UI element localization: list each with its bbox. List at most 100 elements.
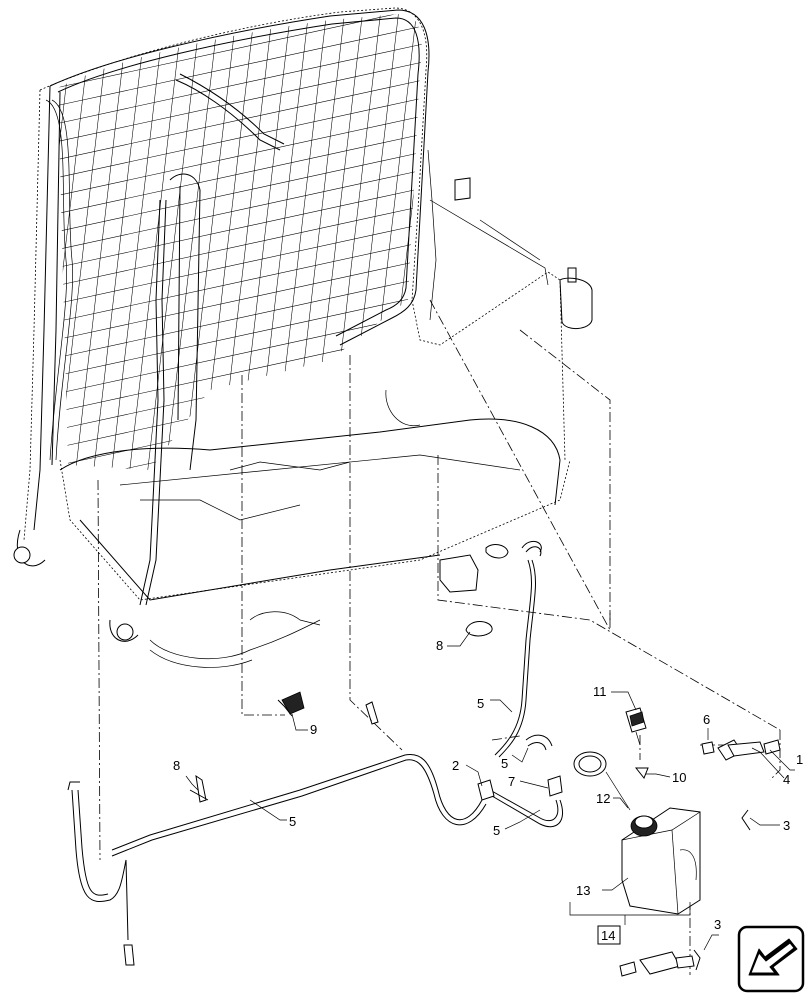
mesh-line-vertical (249, 14, 311, 470)
mesh-line-horizontal (58, 233, 422, 335)
mesh-line-vertical (808, 0, 812, 520)
mesh-line-horizontal (58, 71, 422, 173)
mesh-line-vertical (0, 0, 4, 520)
mesh-line-vertical (754, 0, 812, 520)
callout-4: 4 (783, 772, 790, 787)
mesh-line-horizontal (58, 89, 422, 191)
mesh-line-vertical (484, 0, 544, 520)
callout-3-lower: 3 (714, 917, 721, 932)
mesh-line-vertical (430, 0, 490, 520)
mesh-line-horizontal (58, 14, 422, 101)
mesh-line-horizontal (58, 125, 422, 227)
mesh-line-horizontal (58, 413, 422, 470)
mesh-line-horizontal (58, 197, 422, 299)
mesh-line-vertical (375, 14, 422, 470)
mesh-line-vertical (466, 0, 526, 520)
callout-13: 13 (576, 883, 590, 898)
callout-14-box (597, 925, 621, 945)
mesh-line-horizontal (58, 17, 422, 119)
mesh-line-horizontal (58, 161, 422, 263)
mesh-line-horizontal (58, 395, 422, 470)
callout-labels: 1 2 3 3 4 5 5 5 5 6 7 8 8 9 10 11 12 13 … (173, 638, 803, 945)
mesh-line-vertical (393, 14, 422, 470)
callout-5-lower: 5 (493, 823, 500, 838)
callout-leaders (185, 631, 795, 951)
mesh-line-horizontal (0, 540, 460, 640)
mesh-line-horizontal (58, 179, 422, 281)
washer-tubes (67, 559, 563, 966)
callout-5-elbow: 5 (501, 756, 508, 771)
mesh-line-vertical (267, 14, 329, 470)
previous-page-arrow-icon (737, 925, 805, 993)
mesh-line-horizontal (58, 341, 422, 443)
mesh-line-vertical (0, 0, 22, 520)
mesh-line-vertical (790, 0, 812, 520)
mesh-line-vertical (448, 0, 508, 520)
mesh-line-horizontal (0, 648, 460, 748)
mesh-line-vertical (69, 14, 131, 470)
mesh-line-vertical (538, 0, 598, 520)
mesh-line-horizontal (0, 576, 460, 676)
mesh-line-horizontal (58, 215, 422, 317)
callout-6: 6 (703, 712, 710, 727)
callout-9: 9 (310, 722, 317, 737)
mesh-line-vertical (87, 14, 149, 470)
callout-5-upper: 5 (477, 696, 484, 711)
previous-page-arrow-button[interactable] (737, 925, 805, 993)
mesh-line-vertical (123, 14, 185, 470)
mesh-line-horizontal (58, 287, 422, 389)
mesh-line-vertical (195, 14, 257, 470)
mesh-line-vertical (664, 0, 724, 520)
mesh-line-vertical (58, 14, 95, 470)
callout-11: 11 (593, 684, 607, 699)
mesh-line-horizontal (58, 269, 422, 371)
mesh-line-vertical (58, 14, 59, 470)
callout-12: 12 (596, 791, 610, 806)
mesh-line-vertical (141, 14, 203, 470)
mesh-line-horizontal (58, 14, 422, 29)
cab-frame (0, 0, 812, 784)
mesh-line-vertical (556, 0, 616, 520)
mesh-line-horizontal (58, 35, 422, 137)
mesh-line-vertical (736, 0, 796, 520)
callout-10: 10 (672, 770, 686, 785)
mesh-line-vertical (772, 0, 812, 520)
mesh-line-horizontal (0, 594, 460, 694)
mesh-line-horizontal (0, 612, 460, 712)
mesh-line-horizontal (58, 377, 422, 470)
mesh-line-horizontal (0, 684, 460, 784)
mesh-line-horizontal (58, 14, 422, 65)
mesh-line-vertical (105, 14, 167, 470)
mesh-line-horizontal (58, 143, 422, 245)
mesh-line-vertical (610, 0, 670, 520)
callout-3-upper: 3 (783, 818, 790, 833)
mesh-line-horizontal (58, 53, 422, 155)
mesh-line-horizontal (58, 251, 422, 353)
mesh-line-vertical (411, 14, 422, 470)
mesh-line-vertical (58, 14, 77, 470)
mesh-line-vertical (700, 0, 760, 520)
mesh-line-vertical (357, 14, 419, 470)
callout-8-upper: 8 (436, 638, 443, 653)
mesh-line-vertical (159, 14, 221, 470)
mesh-line-vertical (682, 0, 742, 520)
mesh-line-horizontal (58, 431, 422, 470)
mesh-line-vertical (592, 0, 652, 520)
callout-1: 1 (796, 752, 803, 767)
mesh-line-vertical (0, 0, 40, 520)
mesh-line-horizontal (0, 630, 460, 730)
mesh-line-vertical (321, 14, 383, 470)
callout-5-main: 5 (289, 814, 296, 829)
mesh-line-horizontal (0, 558, 460, 658)
mesh-line-horizontal (58, 305, 422, 407)
callout-2: 2 (452, 758, 459, 773)
mesh-line-vertical (213, 14, 275, 470)
mesh-line-horizontal (0, 504, 460, 604)
callout-14: 14 (601, 928, 615, 943)
mesh-line-vertical (303, 14, 365, 470)
mesh-line-horizontal (58, 107, 422, 209)
callout-8-lower: 8 (173, 758, 180, 773)
window-mesh (0, 0, 812, 784)
